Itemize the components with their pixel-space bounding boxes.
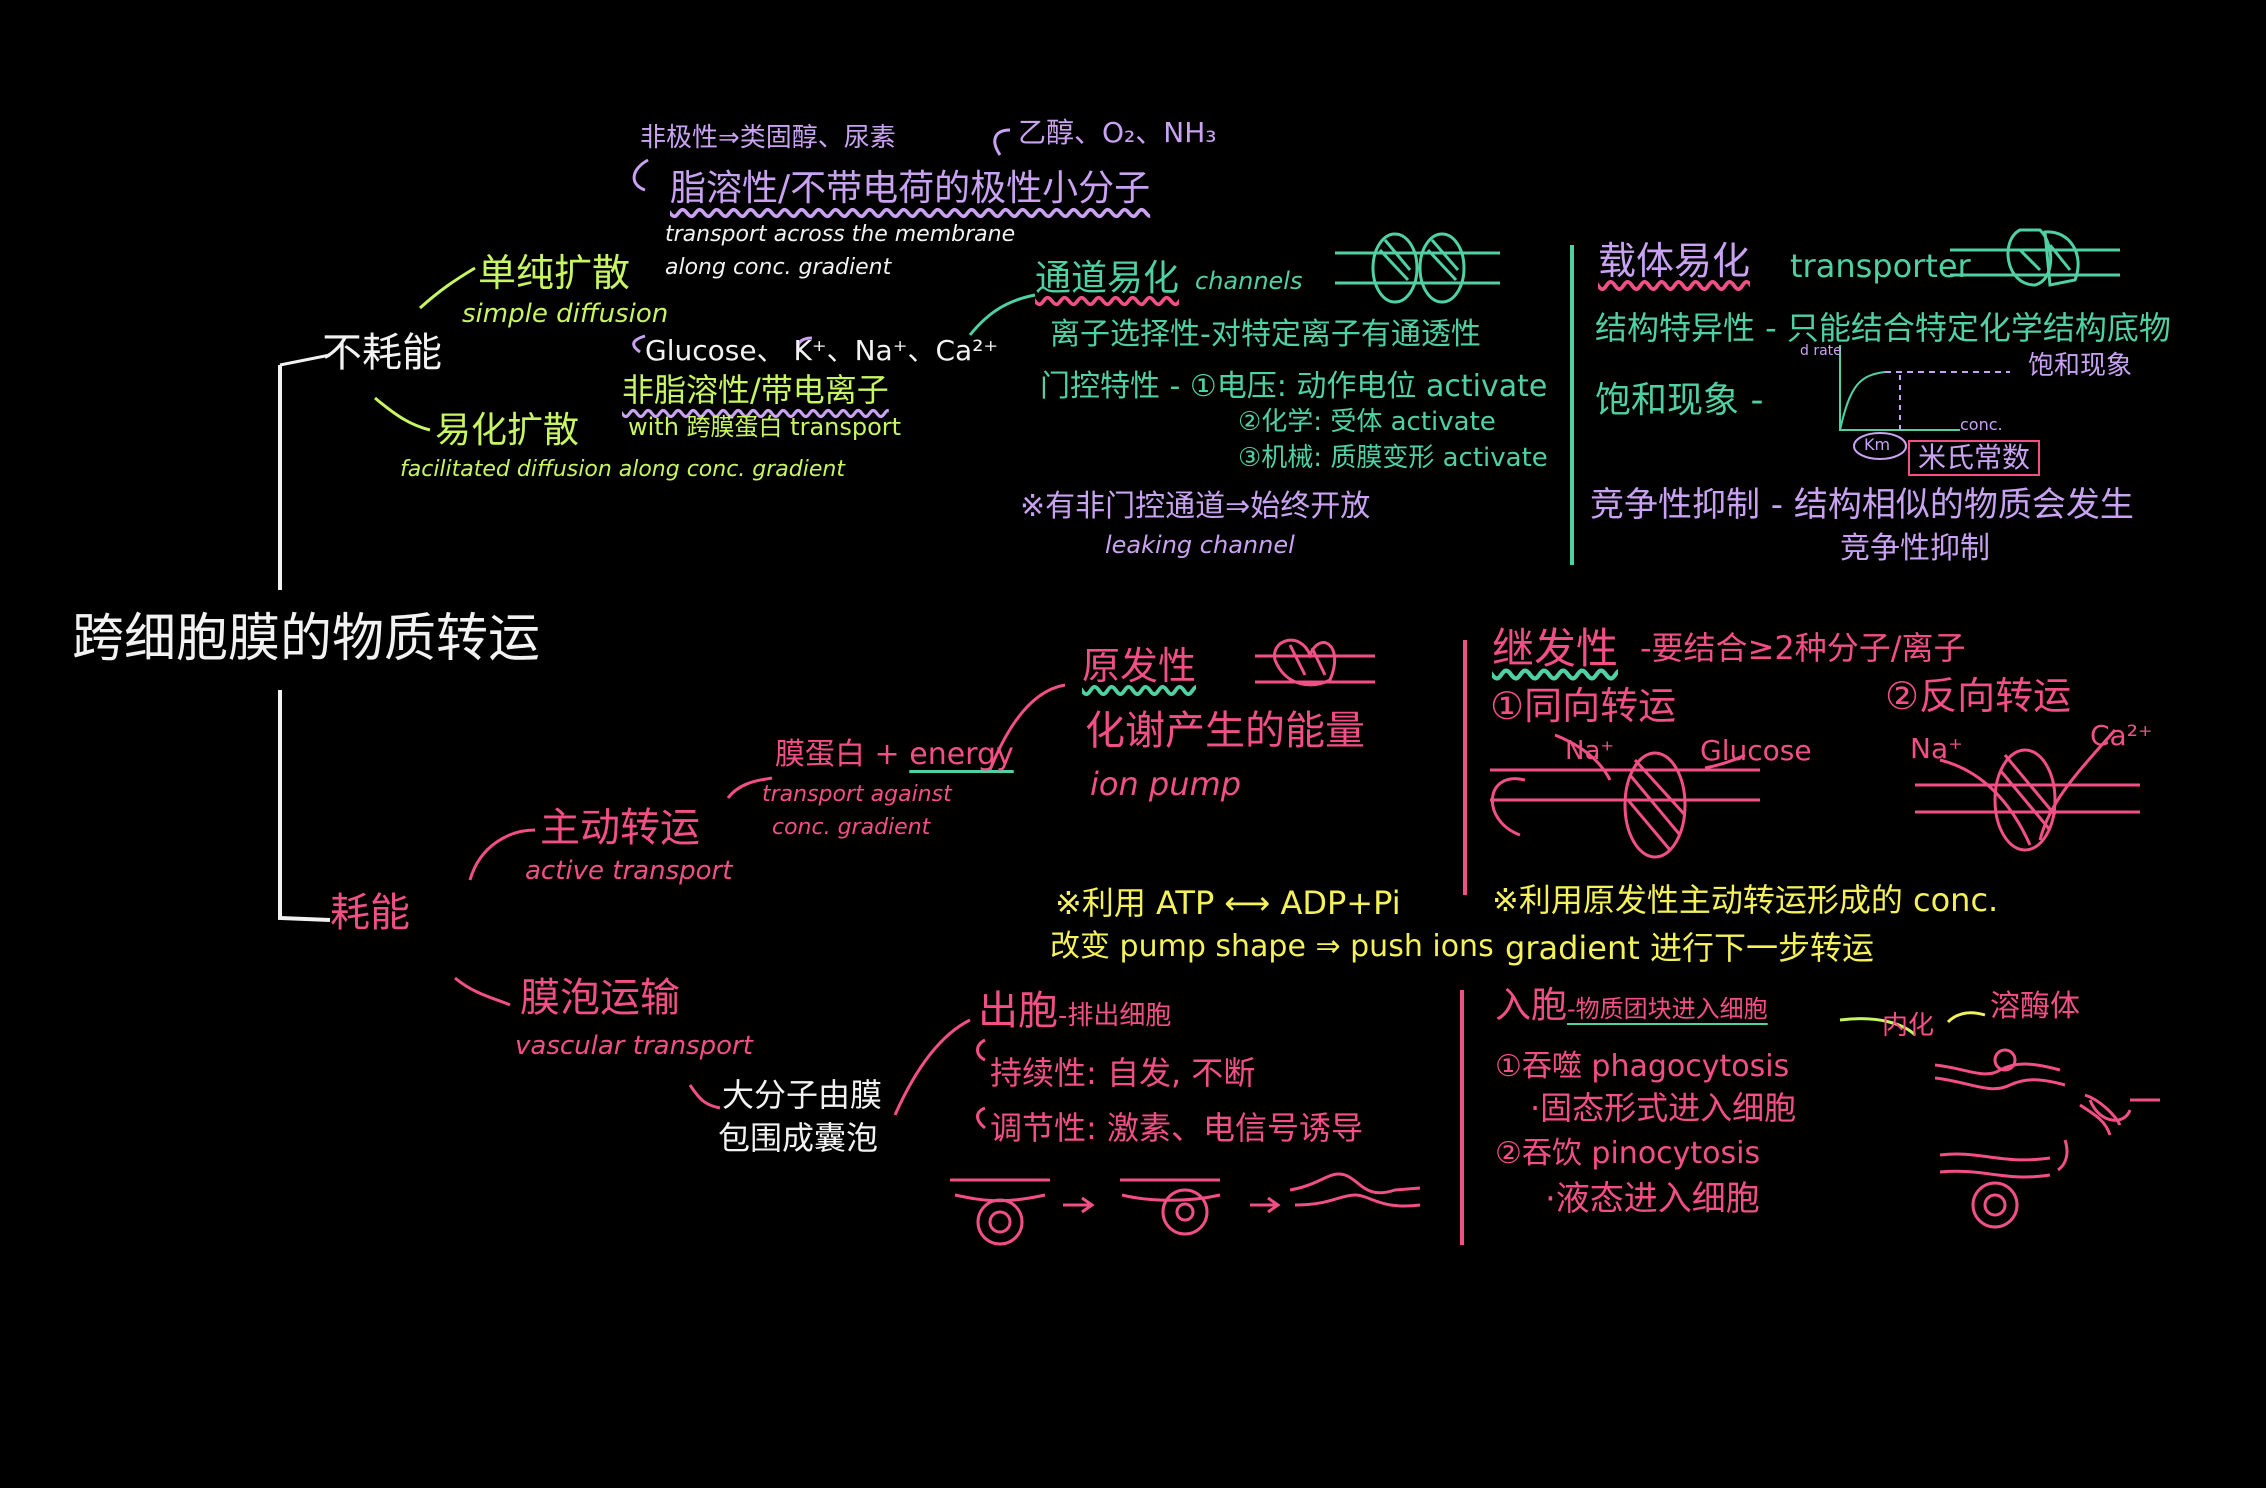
simple-desc-2: along conc. gradient [665, 255, 892, 280]
carrier-saturation: 饱和现象 - [1595, 380, 1764, 421]
ion-pump: ion pump [1090, 765, 1241, 803]
protein-energy: 膜蛋白 + energy [775, 737, 1014, 773]
internalization-label: 内化 [1882, 1011, 1935, 1041]
channel-title-en: channels [1195, 267, 1303, 295]
endocytosis-title: 入胞-物质团块进入细胞 [1495, 985, 1768, 1026]
symport-glucose: Glucose [1700, 734, 1812, 767]
saturation-note: 饱和现象 [2028, 351, 2133, 381]
vesicle-desc-1: 大分子由膜 [722, 1076, 883, 1114]
antiport-title: ②反向转运 [1885, 674, 2072, 718]
vesicle-title: 膜泡运输 [520, 975, 680, 1021]
channel-gating: 门控特性 - ①电压: 动作电位 activate [1040, 369, 1548, 404]
km-constant-label: 米氏常数 [1908, 440, 2041, 477]
antiport-na: Na⁺ [1910, 732, 1963, 765]
facilitated-property: 非脂溶性/带电离子 [622, 371, 889, 409]
vesicle-desc-2: 包围成囊泡 [718, 1119, 879, 1157]
secondary-note-2: gradient 进行下一步转运 [1505, 929, 1874, 967]
exocytosis-regulated: 调节性: 激素、电信号诱导 [990, 1109, 1363, 1147]
protein-label: 膜蛋白 + [775, 737, 900, 772]
lysosome-label: 溶酶体 [1990, 989, 2080, 1024]
pinocytosis-desc: ·液态进入细胞 [1545, 1179, 1760, 1219]
exocytosis-continuous: 持续性: 自发, 不断 [990, 1054, 1256, 1092]
active-desc-1: transport against [762, 782, 952, 807]
simple-examples: 乙醇、O₂、NH₃ [1018, 116, 1217, 149]
symport-na: Na⁺ [1565, 736, 1615, 766]
competitive-inhibition: 竞争性抑制 - 结构相似的物质会发生 [1590, 485, 2134, 525]
symport-title: ①同向转运 [1490, 684, 1677, 728]
graph-x-label: conc. [1960, 415, 2003, 434]
simple-diffusion-title: 单纯扩散 [478, 251, 631, 295]
facilitated-title: 易化扩散 [435, 410, 580, 451]
active-transport-title: 主动转运 [540, 805, 700, 851]
graph-km-label: Km [1864, 435, 1891, 454]
phagocytosis-desc: ·固态形式进入细胞 [1530, 1089, 1797, 1127]
simple-diffusion-en: simple diffusion [462, 299, 669, 329]
secondary-note-1: ※利用原发性主动转运形成的 conc. [1492, 881, 1999, 919]
energy-label: energy [909, 737, 1014, 772]
pump-shape-note: 改变 pump shape ⇒ push ions [1050, 929, 1494, 964]
nonpolar-note: 非极性⇒类固醇、尿素 [640, 123, 896, 153]
leak-channel-en: leaking channel [1105, 531, 1295, 559]
pinocytosis: ②吞饮 pinocytosis [1495, 1136, 1761, 1171]
channel-title: 通道易化 [1035, 258, 1180, 299]
phagocytosis: ①吞噬 phagocytosis [1495, 1049, 1790, 1084]
carrier-specificity: 结构特异性 - 只能结合特定化学结构底物 [1595, 309, 2171, 347]
atp-note: ※利用 ATP ⟷ ADP+Pi [1055, 884, 1401, 922]
competitive-inhibition-2: 竞争性抑制 [1840, 531, 1990, 566]
exocytosis-title: 出胞-排出细胞 [978, 988, 1171, 1034]
simple-desc-1: transport across the membrane [665, 222, 1016, 247]
facilitated-en: facilitated diffusion along conc. gradie… [400, 457, 845, 482]
facilitated-examples: Glucose、 K⁺、Na⁺、Ca²⁺ [645, 334, 999, 367]
active-transport-en: active transport [525, 856, 733, 886]
secondary-title: 继发性 [1492, 624, 1619, 673]
channel-gating-chemical: ②化学: 受体 activate [1238, 407, 1496, 437]
simple-property: 脂溶性/不带电荷的极性小分子 [670, 168, 1151, 209]
active-title: 耗能 [330, 890, 410, 936]
leak-channel-note: ※有非门控通道⇒始终开放 [1020, 489, 1371, 524]
exocytosis-desc: -排出细胞 [1058, 1001, 1172, 1031]
passive-title: 不耗能 [322, 330, 442, 376]
primary-energy: 化谢产生的能量 [1085, 708, 1365, 754]
active-desc-2: conc. gradient [772, 815, 931, 840]
endocytosis-desc: -物质团块进入细胞 [1567, 995, 1768, 1023]
channel-gating-mechanical: ③机械: 质膜变形 activate [1238, 443, 1548, 473]
carrier-title: 载体易化 [1598, 239, 1751, 283]
endocytosis-label: 入胞 [1495, 985, 1568, 1026]
graph-rate-label: d rate [1800, 343, 1842, 359]
exocytosis-label: 出胞 [978, 988, 1058, 1034]
root-title: 跨细胞膜的物质转运 [72, 609, 541, 669]
facilitated-with: with 跨膜蛋白 transport [628, 413, 902, 441]
channel-selectivity: 离子选择性-对特定离子有通透性 [1050, 317, 1481, 352]
antiport-ca: Ca²⁺ [2090, 719, 2153, 752]
secondary-need: -要结合≥2种分子/离子 [1640, 629, 1966, 667]
carrier-title-en: transporter [1790, 247, 1971, 285]
primary-title: 原发性 [1082, 644, 1197, 688]
vesicle-en: vascular transport [515, 1031, 753, 1061]
